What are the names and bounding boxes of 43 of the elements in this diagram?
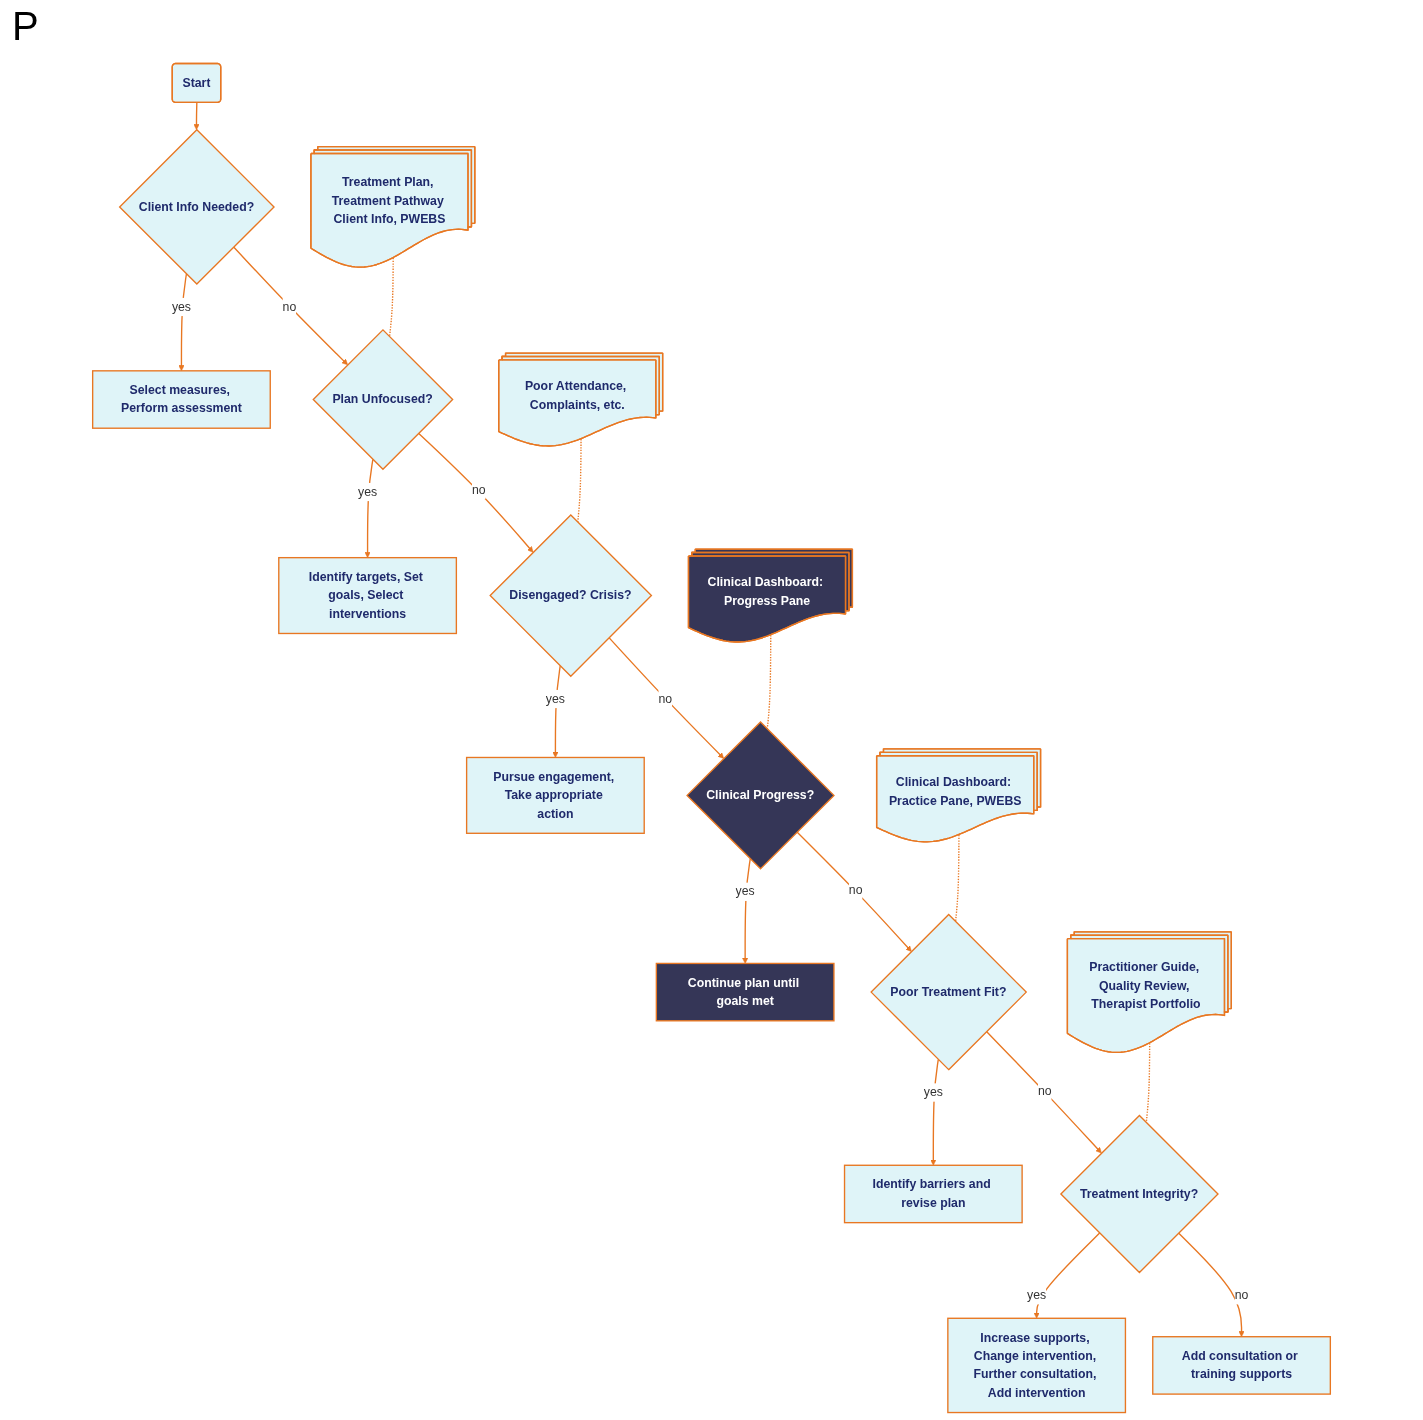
arrow: [796, 831, 912, 952]
node-box: Identify targets, Set goals, Select interventions: [278, 556, 458, 635]
edge-label: no: [1234, 1288, 1249, 1302]
arrow: [232, 246, 348, 366]
arrow: [985, 1030, 1102, 1154]
edge-label: no: [282, 299, 297, 314]
node-box: Continue plan until goals met: [655, 962, 835, 1022]
edge-label: yes: [545, 691, 565, 706]
node-diamond: Clinical Progress?: [686, 720, 835, 870]
connector: [577, 438, 582, 523]
edge-label: yes: [358, 484, 378, 499]
arrow: [608, 636, 724, 759]
connector: [766, 634, 772, 730]
edge-label: yes: [923, 1085, 943, 1100]
node-diamond: Disengaged? Crisis?: [489, 514, 653, 678]
arrow: [552, 665, 561, 758]
node-box: Identify barriers and revise plan: [843, 1164, 1023, 1224]
node-diamond: Poor Treatment Fit?: [870, 913, 1028, 1071]
node-diamond: Plan Unfocused?: [312, 328, 454, 471]
node-box: Increase supports, Change intervention, Further consultation, Add intervention: [947, 1317, 1127, 1414]
node-box: Pursue engagement, Take appropriate action: [465, 756, 645, 834]
connector: [388, 257, 394, 338]
node-diamond: Client Info Needed?: [118, 128, 275, 286]
node-box: Select measures, Perform assessment: [91, 370, 271, 429]
edge-label: no: [658, 691, 673, 706]
edge-label: no: [1037, 1084, 1052, 1099]
edge-label: yes: [1027, 1288, 1047, 1302]
arrow: [417, 432, 534, 553]
arrow: [1177, 1232, 1245, 1337]
arrow: [193, 102, 200, 130]
slide-title-fragment: P: [12, 4, 39, 48]
node-box: Add consultation or training supports: [1152, 1336, 1332, 1395]
arrow: [1033, 1232, 1101, 1319]
edge-label: no: [471, 482, 486, 497]
arrow: [742, 858, 751, 964]
connector: [954, 834, 960, 923]
edge-label: yes: [735, 884, 755, 899]
arrow: [930, 1058, 939, 1166]
node-diamond: Treatment Integrity?: [1059, 1114, 1219, 1274]
edge-label: yes: [171, 299, 192, 314]
arrow: [178, 273, 188, 372]
arrow: [364, 458, 374, 558]
edge-label: no: [848, 883, 863, 897]
